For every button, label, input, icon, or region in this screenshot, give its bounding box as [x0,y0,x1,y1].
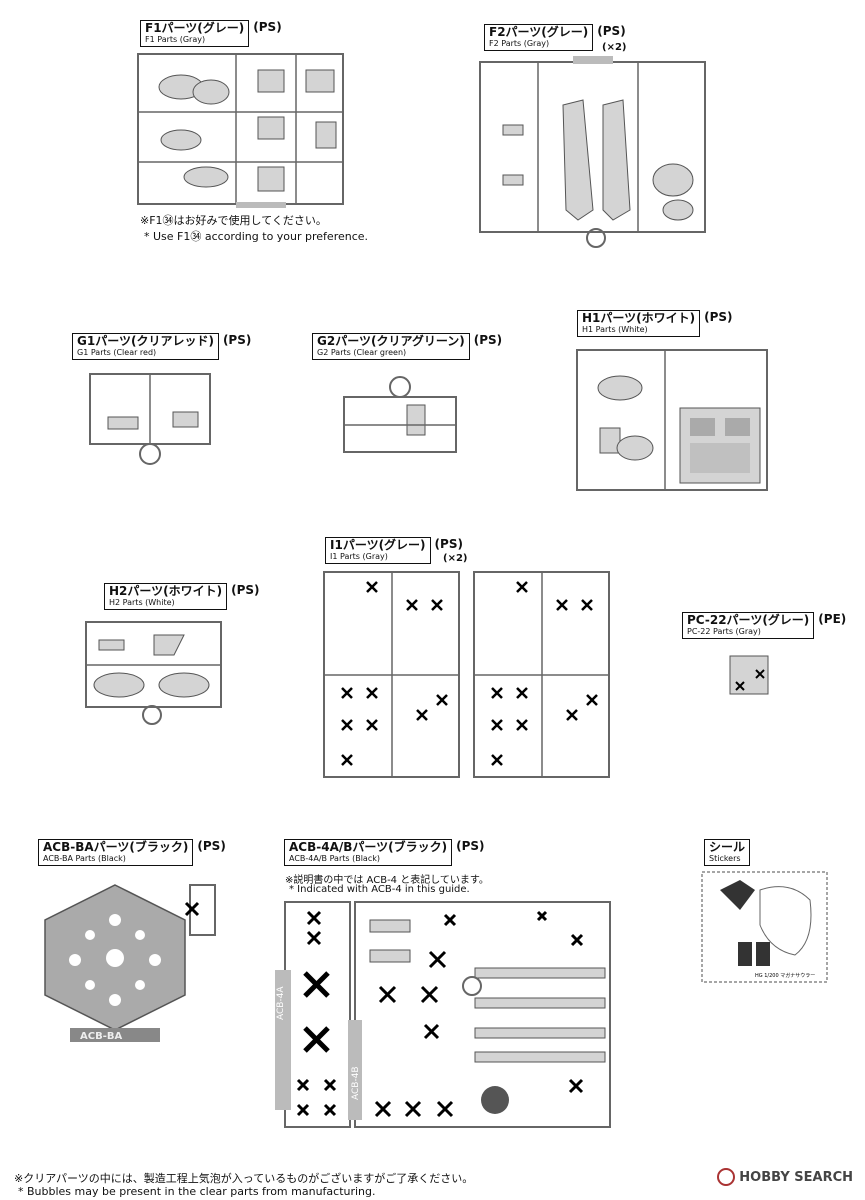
i1-header: I1パーツ(グレー)I1 Parts (Gray) (PS) [325,537,463,564]
acbba-header: ACB-BAパーツ(ブラック)ACB-BA Parts (Black) (PS) [38,839,226,866]
h1-sprue [576,349,768,491]
stickers-title-en: Stickers [709,854,741,863]
h1-header: H1パーツ(ホワイト)H1 Parts (White) (PS) [577,310,733,337]
g2-header: G2パーツ(クリアグリーン)G2 Parts (Clear green) (PS… [312,333,502,360]
f1-note-jp: ※F1㉞はお好みで使用してください。 [140,214,327,227]
f2-sprue [479,56,706,248]
h2-title-jp: H2パーツ(ホワイト) [109,584,223,598]
pc22-material: (PE) [818,612,847,626]
h1-title-jp: H1パーツ(ホワイト) [582,311,696,325]
hobby-search-icon [717,1168,736,1186]
g1-title-jp: G1パーツ(クリアレッド) [77,334,214,348]
f1-sprue [137,53,344,208]
f2-quantity: (×2) [602,42,627,53]
f2-material: (PS) [597,24,626,38]
stickers-caption: HG 1/200 マガナサウラー [755,972,815,979]
f1-title-jp: F1パーツ(グレー) [145,21,245,35]
h1-material: (PS) [704,310,733,324]
h2-title-en: H2 Parts (White) [109,598,175,607]
i1-material: (PS) [434,537,463,551]
acb4-note-en: * Indicated with ACB-4 in this guide. [289,884,470,895]
h2-header: H2パーツ(ホワイト)H2 Parts (White) (PS) [104,583,260,610]
acb4-title-jp: ACB-4A/Bパーツ(ブラック) [289,840,448,854]
acb4-material: (PS) [456,839,485,853]
acb4a-frame-label: ACB-4A [276,986,286,1020]
f1-note-en: * Use F1㉞ according to your preference. [144,230,369,243]
acb4-note-jp: ※説明書の中では ACB-4 と表記しています。 [285,875,489,886]
g2-sprue [343,376,457,453]
acbba-material: (PS) [197,839,226,853]
watermark-text: HOBBY SEARCH [739,1169,853,1185]
acbba-title-en: ACB-BA Parts (Black) [43,854,126,863]
acb4-sprues: ACB-4A ACB-4B [275,901,611,1128]
footer-note-jp: ※クリアパーツの中には、製造工程上気泡が入っているものがございますがご了承くださ… [14,1172,474,1185]
stickers-title-jp: シール [709,840,746,854]
f1-material: (PS) [253,20,282,34]
f2-header: F2パーツ(グレー)F2 Parts (Gray) (PS) [484,24,626,51]
g1-material: (PS) [222,333,252,347]
h2-material: (PS) [231,583,260,597]
g2-material: (PS) [473,333,503,347]
f1-header: F1パーツ(グレー)F1 Parts (Gray) (PS) [140,20,282,47]
g1-sprue [89,373,211,465]
pc22-sprue [729,655,769,695]
acb4b-frame-label: ACB-4B [351,1066,361,1100]
watermark-logo: HOBBY SEARCH [717,1168,853,1186]
acbba-title-jp: ACB-BAパーツ(ブラック) [43,840,189,854]
i1-sprues [323,571,610,778]
acbba-frame-label: ACB-BA [80,1031,122,1042]
i1-quantity: (×2) [443,553,468,564]
i1-title-jp: I1パーツ(グレー) [330,538,426,552]
f2-title-en: F2 Parts (Gray) [489,39,550,48]
pc22-title-en: PC-22 Parts (Gray) [687,627,761,636]
g1-header: G1パーツ(クリアレッド)G1 Parts (Clear red) (PS) [72,333,251,360]
g1-title-en: G1 Parts (Clear red) [77,348,157,357]
f2-title-jp: F2パーツ(グレー) [489,25,589,39]
acbba-sprue: ACB-BA [44,884,216,1042]
h2-sprue [85,621,222,725]
pc22-title-jp: PC-22パーツ(グレー) [687,613,810,627]
i1-title-en: I1 Parts (Gray) [330,552,388,561]
f1-title-en: F1 Parts (Gray) [145,35,206,44]
g2-title-jp: G2パーツ(クリアグリーン) [317,334,465,348]
footer-note-en: * Bubbles may be present in the clear pa… [18,1185,376,1198]
acb4-title-en: ACB-4A/B Parts (Black) [289,854,380,863]
acb4-header: ACB-4A/Bパーツ(ブラック)ACB-4A/B Parts (Black) … [284,839,485,866]
stickers-sheet: HG 1/200 マガナサウラー [701,871,828,983]
g2-title-en: G2 Parts (Clear green) [317,348,407,357]
pc22-header: PC-22パーツ(グレー)PC-22 Parts (Gray) (PE) [682,612,846,639]
h1-title-en: H1 Parts (White) [582,325,648,334]
